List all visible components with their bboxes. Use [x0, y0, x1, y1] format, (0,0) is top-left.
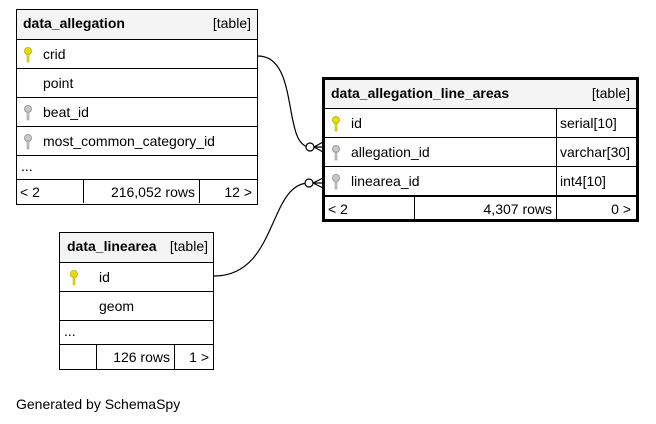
- column-type: serial[10]: [556, 109, 617, 137]
- table-footer: 126 rows 1 >: [60, 345, 213, 369]
- children-count[interactable]: 1 >: [174, 345, 213, 369]
- column-row[interactable]: id serial[10]: [325, 109, 636, 138]
- generated-by-label: Generated by SchemaSpy: [16, 396, 181, 412]
- row-count: 216,052 rows: [83, 180, 199, 203]
- column-name: id: [99, 269, 110, 285]
- column-name: geom: [99, 298, 135, 314]
- column-name: allegation_id: [351, 144, 430, 160]
- foreign-key-icon: [332, 145, 340, 161]
- primary-key-icon: [332, 116, 340, 132]
- table-header: data_linearea [table]: [60, 233, 213, 263]
- table-name: data_allegation_line_areas: [331, 85, 510, 101]
- table-data-allegation-line-areas[interactable]: data_allegation_line_areas [table] id se…: [322, 77, 639, 222]
- crow-foot-marker: [312, 177, 324, 189]
- table-kind: [table]: [212, 15, 251, 31]
- column-name: id: [351, 115, 362, 131]
- column-row[interactable]: point: [17, 69, 257, 98]
- crow-foot-marker: [313, 141, 324, 153]
- table-footer: < 2 4,307 rows 0 >: [325, 196, 636, 219]
- column-row[interactable]: allegation_id varchar[30]: [325, 138, 636, 167]
- table-name: data_allegation: [23, 15, 125, 31]
- table-data-linearea[interactable]: data_linearea [table] id geom ... 126 ro…: [59, 232, 214, 370]
- relationship-linearea-id-to-id: [213, 182, 310, 277]
- ellipsis: ...: [21, 158, 33, 174]
- foreign-key-icon: [24, 105, 32, 121]
- foreign-key-icon: [24, 134, 32, 150]
- relationship-crid-to-allegation-id: [257, 55, 311, 148]
- column-name: most_common_category_id: [43, 133, 215, 149]
- ellipsis: ...: [64, 323, 76, 339]
- children-count[interactable]: 0 >: [556, 197, 636, 219]
- table-name: data_linearea: [67, 238, 157, 254]
- column-row[interactable]: linearea_id int4[10]: [325, 167, 636, 196]
- row-count: 126 rows: [96, 345, 174, 369]
- table-data-allegation[interactable]: data_allegation [table] crid point beat_…: [16, 9, 258, 205]
- table-footer: < 2 216,052 rows 12 >: [17, 180, 257, 203]
- parents-count[interactable]: < 2: [20, 184, 40, 200]
- primary-key-icon: [70, 270, 78, 286]
- primary-key-icon: [24, 47, 32, 63]
- column-name: point: [43, 75, 74, 91]
- column-name: crid: [43, 46, 66, 62]
- table-kind: [table]: [169, 238, 208, 254]
- column-name: linearea_id: [351, 173, 420, 189]
- children-count[interactable]: 12 >: [199, 180, 257, 203]
- foreign-key-icon: [332, 174, 340, 190]
- column-type: int4[10]: [556, 167, 606, 195]
- zero-or-many-marker: [304, 178, 314, 188]
- zero-or-many-marker: [305, 142, 315, 152]
- table-header: data_allegation [table]: [17, 10, 257, 40]
- parents-count[interactable]: < 2: [328, 201, 348, 217]
- column-name: beat_id: [43, 104, 89, 120]
- table-header: data_allegation_line_areas [table]: [325, 80, 636, 109]
- column-type: varchar[30]: [556, 138, 630, 166]
- column-row[interactable]: crid: [17, 40, 257, 69]
- more-columns-row[interactable]: ...: [17, 156, 257, 180]
- column-row[interactable]: most_common_category_id: [17, 127, 257, 156]
- table-kind: [table]: [591, 85, 630, 101]
- row-count: 4,307 rows: [414, 197, 556, 219]
- more-columns-row[interactable]: ...: [60, 321, 213, 345]
- column-row[interactable]: beat_id: [17, 98, 257, 127]
- column-row[interactable]: id: [60, 263, 213, 292]
- column-row[interactable]: geom: [60, 292, 213, 321]
